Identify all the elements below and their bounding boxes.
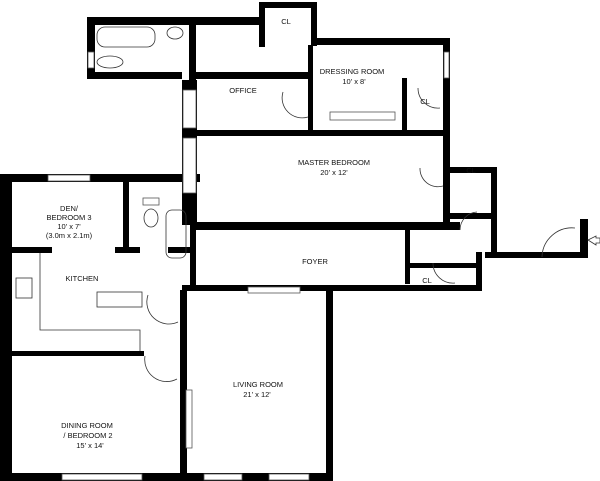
master-bedroom-size: 20' x 12' <box>320 168 348 177</box>
walls <box>0 2 588 481</box>
dining-room-size: 15' x 14' <box>76 441 104 450</box>
dressing-room-label: DRESSING ROOM <box>319 67 385 76</box>
fixtures <box>15 26 600 382</box>
dining-room-label-2: / BEDROOM 2 <box>63 431 113 440</box>
den-label-2: BEDROOM 3 <box>46 213 92 222</box>
office-label: OFFICE <box>229 86 257 95</box>
closet-dressing-label: CL <box>420 97 430 106</box>
windows <box>47 51 450 481</box>
closet-foyer-label: CL <box>422 276 432 285</box>
entry-arrow-icon <box>587 235 600 246</box>
den-label: DEN/ <box>60 204 78 213</box>
kitchen-label: KITCHEN <box>65 274 99 283</box>
living-room-size: 21' x 12' <box>243 390 271 399</box>
den-size-metric: (3.0m x 2.1m) <box>45 231 93 240</box>
master-bedroom-label: MASTER BEDROOM <box>297 158 371 167</box>
dressing-room-size: 10' x 8' <box>342 77 366 86</box>
living-room-label: LIVING ROOM <box>232 380 284 389</box>
den-size: 10' x 7' <box>57 222 81 231</box>
closet-top-label: CL <box>281 17 291 26</box>
closet-master-label: CL <box>466 166 476 175</box>
dining-room-label: DINING ROOM <box>61 421 113 430</box>
foyer-label: FOYER <box>302 257 328 266</box>
